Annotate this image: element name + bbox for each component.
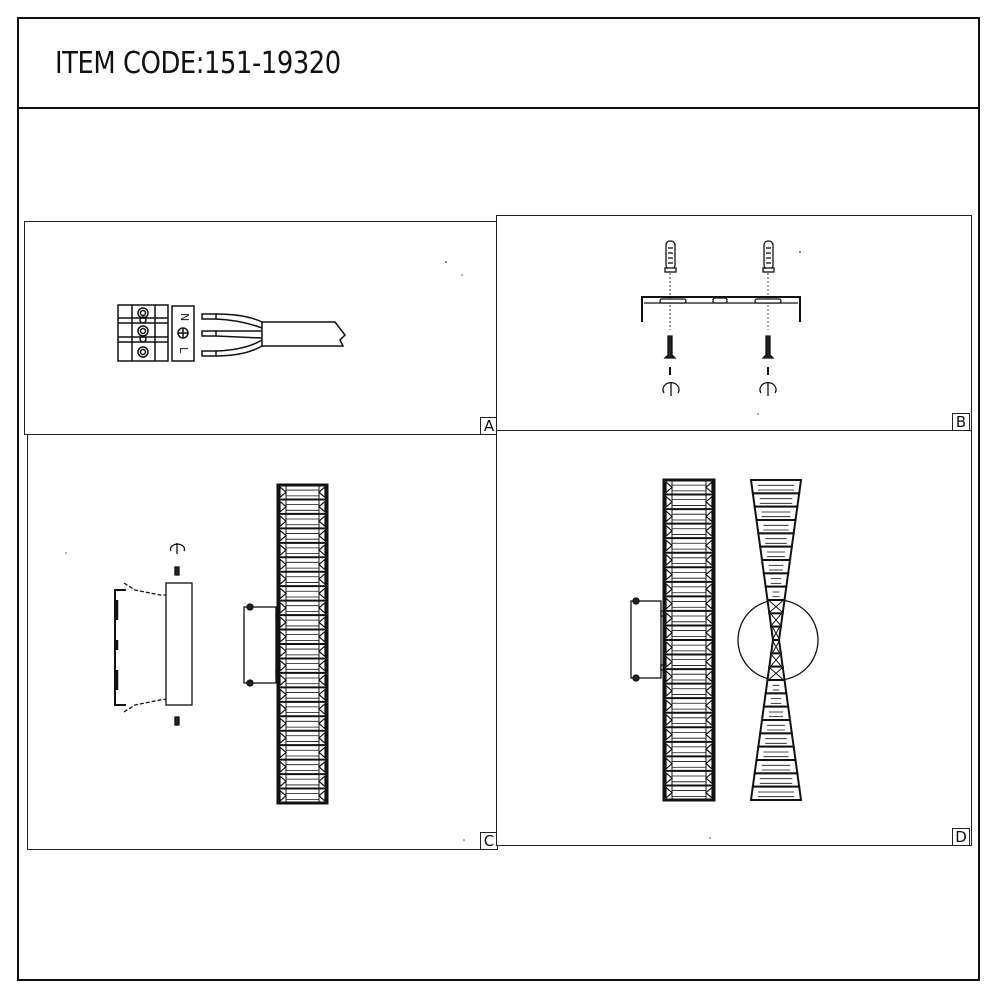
wall-plug-right-icon bbox=[762, 240, 775, 273]
outer-frame bbox=[17, 17, 980, 981]
header-bar: ITEM CODE:151-19320 bbox=[17, 17, 980, 109]
crystal-column-front bbox=[662, 478, 716, 802]
wall-plug-left-icon bbox=[664, 240, 677, 273]
panel-d: D bbox=[496, 430, 972, 846]
panel-label-d: D bbox=[952, 828, 970, 846]
terminal-label-n: N bbox=[178, 313, 191, 321]
crystal-column-twisted bbox=[749, 479, 803, 801]
item-code-title: ITEM CODE:151-19320 bbox=[55, 46, 341, 81]
crystal-column-side bbox=[276, 483, 329, 805]
terminal-label-l: L bbox=[177, 347, 190, 354]
screw-left-icon bbox=[663, 335, 677, 359]
rotate-icon-right bbox=[759, 382, 777, 396]
screw-right-icon bbox=[761, 335, 775, 359]
rotate-icon-left bbox=[662, 382, 680, 396]
panel-b: B bbox=[496, 215, 972, 431]
